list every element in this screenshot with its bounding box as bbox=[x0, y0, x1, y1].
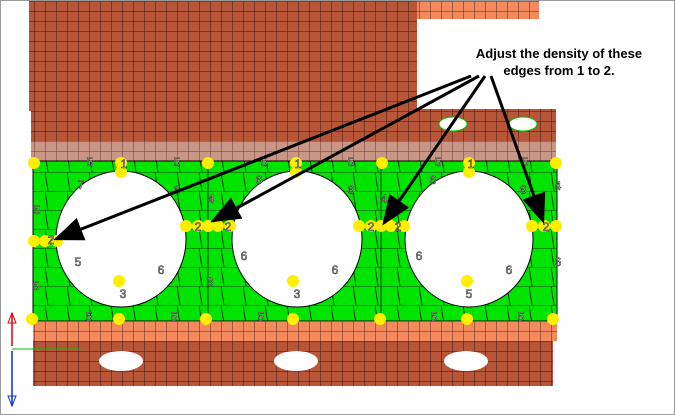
annotation-line-2: edges from 1 to 2. bbox=[503, 63, 615, 78]
edge-node[interactable] bbox=[550, 220, 562, 232]
edge-node[interactable] bbox=[376, 157, 388, 169]
edge-node[interactable] bbox=[374, 313, 386, 325]
edge-density-label: 4 bbox=[381, 192, 388, 206]
edge-density-label: 2 bbox=[543, 220, 550, 234]
edge-density-label: 5 bbox=[518, 310, 525, 324]
upper-brown-mesh bbox=[29, 1, 556, 161]
edge-density-label: 6 bbox=[348, 183, 355, 197]
edge-density-label: 4 bbox=[208, 192, 215, 206]
edge-density-label: 5 bbox=[522, 155, 529, 169]
edge-node[interactable] bbox=[113, 275, 125, 287]
edge-node[interactable] bbox=[115, 166, 127, 178]
edge-node[interactable] bbox=[115, 157, 127, 169]
edge-density-label: 1 bbox=[121, 157, 128, 171]
edge-density-label: 6 bbox=[256, 173, 263, 187]
edge-density-label: 5 bbox=[33, 279, 40, 293]
arrow-3 bbox=[382, 75, 487, 226]
edge-density-label: 5 bbox=[34, 203, 41, 217]
edge-node[interactable] bbox=[26, 313, 38, 325]
lower-mesh bbox=[33, 321, 557, 386]
edge-density-label: 5 bbox=[258, 310, 265, 324]
edge-density-label: 2 bbox=[225, 220, 232, 234]
edge-density-label: 6 bbox=[555, 255, 562, 269]
edge-density-label: 6 bbox=[520, 183, 527, 197]
annotation-line-1: Adjust the density of these bbox=[475, 46, 643, 61]
arrow-1 bbox=[53, 74, 472, 241]
edge-node[interactable] bbox=[28, 235, 40, 247]
edge-node[interactable] bbox=[212, 220, 224, 232]
edge-node[interactable] bbox=[287, 275, 299, 287]
edge-node[interactable] bbox=[113, 313, 125, 325]
edge-node[interactable] bbox=[365, 220, 377, 232]
arrow-2 bbox=[210, 74, 480, 223]
edge-node[interactable] bbox=[353, 220, 365, 232]
annotation-callout: Adjust the density of these edges from 1… bbox=[453, 45, 665, 79]
edge-node[interactable] bbox=[287, 313, 299, 325]
edge-node[interactable] bbox=[202, 157, 214, 169]
edge-density-label: 6 bbox=[241, 249, 248, 263]
edge-density-label: 2 bbox=[48, 233, 55, 247]
edge-density-label: 2 bbox=[368, 220, 375, 234]
edge-node[interactable] bbox=[550, 157, 562, 169]
edge-node[interactable] bbox=[461, 275, 473, 287]
edge-density-label: 6 bbox=[506, 263, 513, 277]
edge-node[interactable] bbox=[28, 157, 40, 169]
edge-density-label: 3 bbox=[294, 287, 301, 301]
edge-node[interactable] bbox=[224, 220, 236, 232]
edge-node[interactable] bbox=[290, 157, 302, 169]
edge-density-label: 2 bbox=[395, 220, 402, 234]
edge-density-label: 5 bbox=[86, 310, 93, 324]
edge-density-labels: 5155155157646646645222222566666653335555… bbox=[32, 155, 562, 325]
edge-density-label: 5 bbox=[435, 155, 442, 169]
green-selected-mesh[interactable] bbox=[32, 160, 558, 322]
edge-density-label: 3 bbox=[120, 287, 127, 301]
arrow-4 bbox=[489, 75, 546, 224]
axis-triad-icon bbox=[7, 311, 81, 408]
edge-density-label: 7 bbox=[78, 178, 85, 192]
edge-density-label: 5 bbox=[466, 287, 473, 301]
edge-density-label: 1 bbox=[295, 157, 302, 171]
edge-density-label: 5 bbox=[348, 155, 355, 169]
edge-nodes bbox=[26, 157, 562, 325]
edge-density-label: 6 bbox=[158, 263, 165, 277]
annotation-arrows bbox=[53, 74, 546, 241]
edge-node[interactable] bbox=[526, 220, 538, 232]
edge-density-label: 5 bbox=[431, 310, 438, 324]
edge-node[interactable] bbox=[461, 313, 473, 325]
edge-node[interactable] bbox=[547, 313, 559, 325]
edge-density-label: 4 bbox=[555, 179, 562, 193]
edge-node[interactable] bbox=[180, 220, 192, 232]
edge-density-label: 5 bbox=[261, 155, 268, 169]
edge-density-label: 6 bbox=[332, 263, 339, 277]
edge-density-label: 5 bbox=[171, 310, 178, 324]
edge-node[interactable] bbox=[39, 235, 51, 247]
edge-node[interactable] bbox=[202, 220, 214, 232]
edge-density-label: 5 bbox=[75, 255, 82, 269]
edge-node[interactable] bbox=[463, 166, 475, 178]
edge-density-label: 5 bbox=[87, 155, 94, 169]
edge-node[interactable] bbox=[463, 157, 475, 169]
edge-density-label: 1 bbox=[468, 157, 475, 171]
edge-density-label: 5 bbox=[174, 155, 181, 169]
edge-node[interactable] bbox=[200, 313, 212, 325]
edge-density-label: 3 bbox=[207, 275, 214, 289]
edge-density-label: 2 bbox=[195, 220, 202, 234]
edge-node[interactable] bbox=[192, 220, 204, 232]
edge-density-label: 6 bbox=[416, 249, 423, 263]
edge-density-label: 6 bbox=[430, 173, 437, 187]
